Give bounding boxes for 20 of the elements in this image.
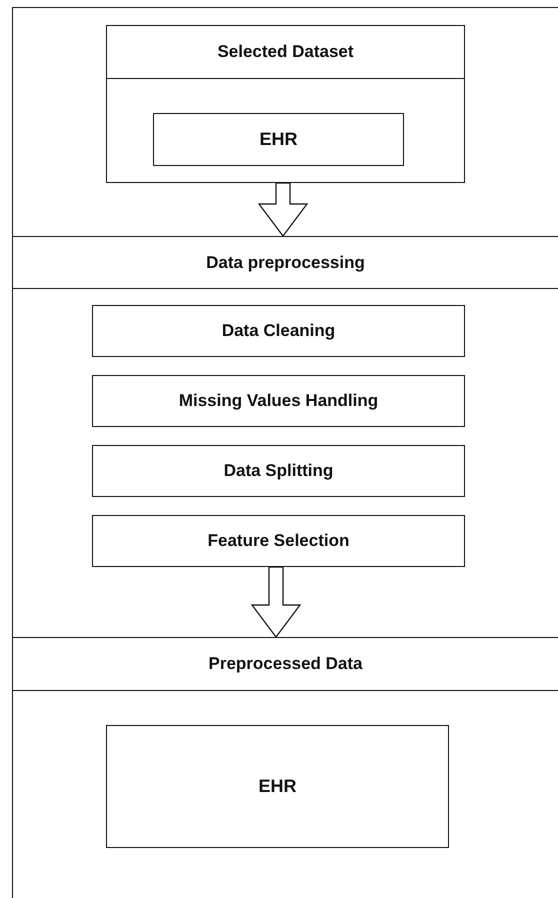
process-box (92, 515, 465, 567)
process-box (92, 445, 465, 497)
block-arrow (258, 182, 308, 237)
stage-band (12, 637, 558, 691)
node-label: Feature Selection (208, 531, 350, 551)
node-label: Preprocessed Data (208, 654, 363, 674)
process-box (153, 113, 404, 166)
node-label: Selected Dataset (217, 42, 354, 62)
process-box (92, 375, 465, 427)
block-arrow (250, 566, 302, 638)
node-label: Data Splitting (224, 461, 334, 481)
node-label: Data Cleaning (222, 321, 336, 341)
process-box (106, 725, 449, 848)
node-label: Missing Values Handling (178, 391, 378, 411)
node-label: EHR (258, 776, 296, 797)
group-box (106, 25, 465, 183)
stage-band (12, 236, 558, 289)
process-box (92, 305, 465, 357)
node-label: EHR (259, 129, 298, 150)
node-label: Data preprocessing (206, 252, 365, 272)
